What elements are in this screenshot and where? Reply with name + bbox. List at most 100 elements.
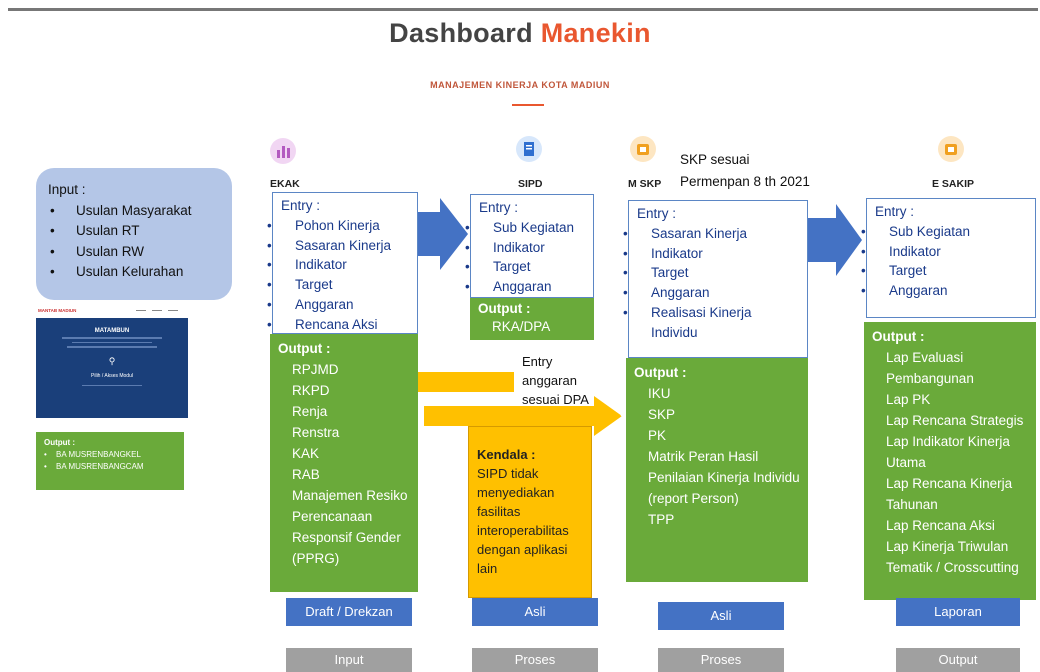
input-item: Usulan RW: [48, 242, 220, 263]
arrow-mskp-to-esakip: [808, 204, 862, 276]
esakip-entry-item: Anggaran: [875, 281, 1027, 301]
ekak-output-item: KAK: [278, 443, 410, 464]
sipd-phase-button[interactable]: Proses: [472, 648, 598, 672]
mskp-entry-item: Sasaran Kinerja: [637, 224, 799, 244]
mskp-output-heading: Output :: [634, 365, 687, 380]
mskp-entry-item: Anggaran: [637, 283, 799, 303]
mskp-entry-heading: Entry :: [637, 206, 677, 221]
mskp-entry-item: Realisasi Kinerja Individu: [637, 303, 799, 343]
input-list: Usulan Masyarakat Usulan RT Usulan RW Us…: [48, 201, 220, 283]
esakip-output-item: Lap Indikator Kinerja Utama: [872, 431, 1028, 473]
thumbnail-hero: MATAMBUN ⚲ Pilih / Akses Modul: [36, 318, 188, 418]
esakip-phase-button[interactable]: Output: [896, 648, 1020, 672]
ekak-phase-button[interactable]: Input: [286, 648, 412, 672]
esakip-output-box: Output : Lap Evaluasi Pembangunan Lap PK…: [864, 322, 1036, 600]
ekak-label: EKAK: [270, 178, 300, 190]
sipd-note: Entry anggaran sesuai DPA: [522, 354, 589, 407]
mskp-badge-icon: [630, 136, 656, 162]
musrenbang-output-heading: Output :: [44, 438, 76, 447]
thumbnail-center-text: Pilih / Akses Modul: [91, 372, 133, 379]
esakip-stage-button[interactable]: Laporan: [896, 598, 1020, 626]
kendala-text: SIPD tidak menyediakan fasilitas interop…: [477, 466, 569, 576]
sipd-label: SIPD: [518, 178, 543, 190]
mskp-output-item: IKU: [634, 383, 800, 404]
arrow-ekak-to-sipd: [418, 198, 468, 270]
skp-note-line1: SKP sesuai: [680, 152, 750, 167]
ekak-output-item: RAB: [278, 464, 410, 485]
esakip-output-item: Lap Rencana Aksi: [872, 515, 1028, 536]
sipd-entry-item: Sub Kegiatan: [479, 218, 585, 238]
mskp-output-box: Output : IKU SKP PK Matrik Peran Hasil P…: [626, 358, 808, 582]
input-box: Input : Usulan Masyarakat Usulan RT Usul…: [36, 168, 232, 300]
esakip-label: E SAKIP: [932, 178, 975, 190]
mskp-output-item: PK: [634, 425, 800, 446]
top-rule: [8, 8, 1038, 11]
ekak-entry-heading: Entry :: [281, 198, 321, 213]
ekak-entry-item: Rencana Aksi: [281, 315, 409, 335]
sipd-stage-button[interactable]: Asli: [472, 598, 598, 626]
musrenbang-output-item: BA MUSRENBANGCAM: [44, 461, 176, 473]
thumbnail-heading: MATAMBUN: [94, 328, 130, 334]
mskp-stage-button[interactable]: Asli: [658, 602, 784, 630]
mskp-phase-button[interactable]: Proses: [658, 648, 784, 672]
ekak-output-item: Renja: [278, 401, 410, 422]
ekak-output-item: RPJMD: [278, 359, 410, 380]
mskp-output-item: Penilaian Kinerja Individu (report Perso…: [634, 467, 800, 509]
esakip-entry-box: Entry : Sub Kegiatan Indikator Target An…: [866, 198, 1036, 318]
sipd-output-heading: Output :: [478, 301, 531, 316]
esakip-output-item: Lap Evaluasi Pembangunan: [872, 347, 1028, 389]
sipd-kendala-box: Kendala : SIPD tidak menyediakan fasilit…: [468, 426, 592, 598]
esakip-output-heading: Output :: [872, 329, 925, 344]
skp-note-line2: Permenpan 8 th 2021: [680, 174, 810, 189]
esakip-entry-heading: Entry :: [875, 204, 915, 219]
ekak-output-item: RKPD: [278, 380, 410, 401]
ekak-entry-item: Pohon Kinerja: [281, 216, 409, 236]
mskp-label: M SKP: [628, 178, 662, 190]
sipd-output-item: RKA/DPA: [478, 318, 586, 336]
sipd-document-icon: [516, 136, 542, 162]
mskp-entry-item: Target: [637, 263, 799, 283]
sipd-entry-item: Anggaran: [479, 277, 585, 297]
ekak-entry-item: Anggaran: [281, 295, 409, 315]
mskp-output-item: Matrik Peran Hasil: [634, 446, 800, 467]
ekak-entry-item: Sasaran Kinerja: [281, 236, 409, 256]
title-dashboard: Dashboard: [389, 18, 533, 48]
sipd-entry-heading: Entry :: [479, 200, 519, 215]
ekak-output-item: Perencanaan Responsif Gender (PPRG): [278, 506, 410, 569]
sipd-output-box: Output : RKA/DPA: [470, 298, 594, 340]
title-manekin: Manekin: [540, 18, 651, 48]
esakip-badge-icon: [938, 136, 964, 162]
esakip-entry-item: Sub Kegiatan: [875, 222, 1027, 242]
mskp-output-item: TPP: [634, 509, 800, 530]
input-item: Usulan RT: [48, 221, 220, 242]
mskp-output-item: SKP: [634, 404, 800, 425]
subtitle-underline: [512, 104, 544, 106]
ekak-stage-button[interactable]: Draft / Drekzan: [286, 598, 412, 626]
esakip-output-item: Lap Rencana Strategis: [872, 410, 1028, 431]
esakip-entry-item: Indikator: [875, 242, 1027, 262]
page-title: Dashboard Manekin: [0, 18, 1040, 49]
ekak-entry-item: Indikator: [281, 255, 409, 275]
mskp-entry-box: Entry : Sasaran Kinerja Indikator Target…: [628, 200, 808, 358]
input-item: Usulan Kelurahan: [48, 262, 220, 283]
ekak-chart-icon: [270, 138, 296, 164]
page-subtitle: MANAJEMEN KINERJA KOTA MADIUN: [430, 80, 610, 90]
ekak-output-box: Output : RPJMD RKPD Renja Renstra KAK RA…: [270, 334, 418, 592]
input-heading: Input :: [48, 182, 86, 197]
thumbnail-brand: MANTAB MADIUN: [38, 308, 77, 313]
sipd-entry-item: Indikator: [479, 238, 585, 258]
esakip-entry-item: Target: [875, 261, 1027, 281]
esakip-output-item: Lap Kinerja Triwulan: [872, 536, 1028, 557]
ekak-entry-item: Target: [281, 275, 409, 295]
sipd-entry-item: Target: [479, 257, 585, 277]
sipd-entry-box: Entry : Sub Kegiatan Indikator Target An…: [470, 194, 594, 298]
mskp-entry-item: Indikator: [637, 244, 799, 264]
esakip-output-item: Lap Rencana Kinerja Tahunan: [872, 473, 1028, 515]
thumbnail-navbar: MANTAB MADIUN: [36, 306, 188, 316]
ekak-output-item: Manajemen Resiko: [278, 485, 410, 506]
musrenbang-output-box: Output : BA MUSRENBANGKEL BA MUSRENBANGC…: [36, 432, 184, 490]
kendala-heading: Kendala :: [477, 447, 536, 462]
input-item: Usulan Masyarakat: [48, 201, 220, 222]
esakip-output-item: Tematik / Crosscutting: [872, 557, 1028, 578]
ekak-output-item: Renstra: [278, 422, 410, 443]
